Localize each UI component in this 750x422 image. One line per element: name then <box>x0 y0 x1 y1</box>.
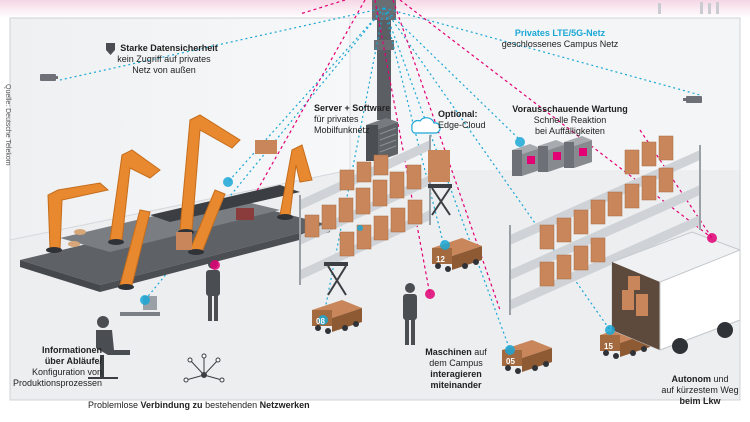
truck <box>611 231 741 354</box>
server-title: Server + Software <box>314 103 391 113</box>
edge-subtitle: Edge-Cloud <box>438 120 486 130</box>
blue-links <box>59 7 701 351</box>
info-line4: Produktionsprozessen <box>12 378 102 388</box>
maintenance-machines <box>512 136 592 176</box>
maintenance-label: Vorausschauende Wartung Schnelle Reaktio… <box>506 104 634 137</box>
machines-line3: interagieren <box>430 369 482 379</box>
agv-id-08: 08 <box>316 317 325 326</box>
camera-icon <box>40 74 58 81</box>
maintenance-line1: Schnelle Reaktion <box>533 115 607 125</box>
agv-05 <box>502 340 552 374</box>
camera-icon <box>683 96 702 103</box>
connection-bold1: Verbindung zu <box>140 400 203 410</box>
server-label: Server + Software für privates Mobilfunk… <box>314 103 396 136</box>
machines-bold: Maschinen <box>425 347 472 357</box>
security-line2: Netz von außen <box>132 65 196 75</box>
agv-id-12: 12 <box>436 255 445 264</box>
signal-glows <box>140 137 717 355</box>
agv-id-15: 15 <box>604 342 613 351</box>
security-label: Starke Datensicherheit kein Zugriff auf … <box>104 43 224 76</box>
server-line2: Mobilfunknetz <box>314 125 370 135</box>
security-title: Starke Datensicherheit <box>120 43 218 53</box>
autonomous-line3: beim Lkw <box>679 396 721 406</box>
production-line <box>20 114 330 292</box>
cloud-icon <box>411 117 441 134</box>
shield-icon <box>106 43 115 55</box>
autonomous-aux: und <box>713 374 729 384</box>
connection-pre: Problemlose <box>88 400 139 410</box>
security-line1: kein Zugriff auf privates <box>117 54 211 64</box>
info-line3: Konfiguration von <box>31 367 102 377</box>
agv-id-05: 05 <box>506 357 515 366</box>
lte-title: Privates LTE/5G-Netz <box>514 28 606 38</box>
edge-label: Optional: Edge-Cloud <box>438 109 508 131</box>
lte-subtitle: geschlossenes Campus Netz <box>501 39 619 49</box>
connection-label: Problemlose Verbindung zu bestehenden Ne… <box>88 400 348 411</box>
maintenance-line2: bei Auffälligkeiten <box>535 126 605 136</box>
info-line1: Informationen <box>42 345 102 355</box>
camera-icons <box>40 74 702 103</box>
shelf-right <box>509 135 701 315</box>
agv-12 <box>432 238 482 272</box>
server-rack <box>366 118 398 161</box>
connection-bold2: Netzwerken <box>259 400 310 410</box>
server-line1: für privates <box>314 114 359 124</box>
info-line2: über Abläufe/ <box>44 356 102 366</box>
network-icon <box>183 353 225 383</box>
lte-label: Privates LTE/5G-Netz geschlossenes Campu… <box>500 28 620 50</box>
connection-mid: bestehenden <box>205 400 258 410</box>
machines-label: Maschinen auf dem Campus interagieren mi… <box>416 347 496 391</box>
machines-aux: auf <box>474 347 487 357</box>
workers <box>206 259 417 345</box>
autonomous-label: Autonom und auf kürzestem Weg beim Lkw <box>656 374 744 407</box>
autonomous-line2: auf kürzestem Weg <box>661 385 739 395</box>
autonomous-bold: Autonom <box>671 374 711 384</box>
machines-line4: miteinander <box>430 380 482 390</box>
machines-line2: dem Campus <box>429 358 483 368</box>
maintenance-title: Vorausschauende Wartung <box>512 104 628 114</box>
edge-title: Optional: <box>438 109 478 119</box>
people-top <box>658 2 719 14</box>
source-note: Quelle: Deutsche Telekom <box>4 84 11 166</box>
info-label: Informationen über Abläufe/ Konfiguratio… <box>12 345 102 389</box>
